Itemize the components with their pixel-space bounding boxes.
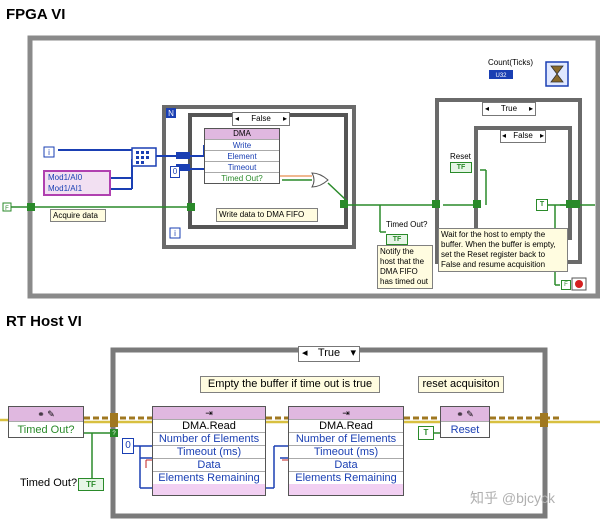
fpga-timed-out-label: Timed Out? (386, 220, 428, 229)
svg-text:F: F (5, 206, 9, 212)
fpga-tunnel (340, 200, 348, 208)
rt-dma-read-node-2: ⇥ DMA.Read Number of Elements Timeout (m… (288, 406, 404, 496)
rt-empty-buffer-note: Empty the buffer if time out is true (200, 376, 380, 393)
rt-case-next-icon[interactable]: ▾ (350, 347, 356, 359)
fpga-while-loop-frame (27, 35, 600, 299)
fpga-tunnel-4 (27, 203, 35, 211)
io-node-ai0: Mod1/AI0 (48, 173, 83, 182)
inner-case-next-icon[interactable]: ▸ (539, 131, 544, 140)
rt-dma-read-1-data: Data (153, 458, 265, 471)
count-ticks-indicator (489, 70, 513, 79)
fpga-inner-loop-frame (162, 105, 356, 249)
rt-dma-read-1-num-elements: Number of Elements (153, 432, 265, 445)
rt-fpga-ref-icon: ⚭ ✎ (9, 407, 83, 421)
rt-section-title: RT Host VI (6, 313, 82, 330)
fpga-dma-write-node: DMA Write Element Timeout Timed Out? (204, 128, 280, 184)
dma-title: DMA (205, 129, 279, 139)
rt-dma-read-2-num-elements: Number of Elements (289, 432, 403, 445)
rt-dma-read-1-icon: ⇥ (153, 407, 265, 419)
rt-reset-prop: Reset (441, 421, 489, 437)
dma-row-timeout: Timeout (205, 161, 279, 172)
dma-row-timed-out: Timed Out? (205, 172, 279, 183)
rt-case-prev-icon[interactable]: ◂ (302, 347, 308, 359)
fpga-true-constant: T (536, 199, 548, 211)
fpga-io-node: Mod1/AI0 Mod1/AI1 (43, 170, 111, 196)
rt-reset-ref-icon: ⚭ ✎ (441, 407, 489, 421)
rt-reset-write-node: ⚭ ✎ Reset (440, 406, 490, 438)
rt-timeout-wires (145, 459, 288, 468)
fpga-inner-case-selector-false[interactable]: ◂ False ▸ (500, 130, 546, 143)
rt-dma-read-2-icon: ⇥ (289, 407, 403, 419)
svg-text:i: i (48, 148, 50, 157)
rt-tunnel-refnum (110, 413, 118, 427)
rt-reset-acquisition-note: reset acquisiton (418, 376, 504, 393)
fpga-or-gate (311, 172, 329, 188)
rt-tunnel-refnum-out (540, 413, 548, 427)
rt-timed-out-indicator: TF (78, 478, 104, 491)
fpga-inner-while-frame (474, 126, 572, 240)
rt-number-wires (134, 445, 288, 489)
rt-dma-read-1-elements-remaining: Elements Remaining (153, 471, 265, 484)
fpga-tunnel-3 (572, 200, 580, 208)
count-ticks-label: Count(Ticks) (488, 58, 534, 67)
case-next-icon[interactable]: ▸ (282, 114, 287, 123)
fpga-reset-label: Reset (450, 152, 471, 161)
rt-dma-read-2-timeout: Timeout (ms) (289, 445, 403, 458)
rt-dma-read-2-data: Data (289, 458, 403, 471)
case-true-next-icon[interactable]: ▸ (528, 104, 533, 113)
rt-true-constant: T (418, 426, 434, 440)
fpga-left-bool-const (2, 202, 12, 212)
fpga-index-array-2 (176, 164, 190, 171)
fpga-case-selector-true[interactable]: ◂ True ▸ (482, 102, 536, 116)
rt-case-selector-true[interactable]: ◂ True ▾ (298, 346, 360, 362)
fpga-outer-i-terminal (43, 146, 55, 158)
rt-timed-out-prop: Timed Out? (9, 421, 83, 437)
write-dma-note: Write data to DMA FIFO (216, 208, 318, 222)
inner-case-prev-icon[interactable]: ◂ (502, 131, 507, 140)
wait-host-note: Wait for the host to empty the buffer. W… (438, 228, 568, 272)
fpga-reset-tf-indicator: TF (450, 162, 472, 173)
rt-dma-read-node-1: ⇥ DMA.Read Number of Elements Timeout (m… (152, 406, 266, 496)
fpga-timed-out-tf-indicator: TF (386, 234, 408, 245)
case-true-prev-icon[interactable]: ◂ (485, 104, 490, 113)
fpga-section-title: FPGA VI (6, 6, 66, 23)
rt-timed-out-label: Timed Out? (20, 477, 78, 489)
fpga-stop-icon (575, 280, 583, 288)
notify-host-note: Notify the host that the DMA FIFO has ti… (377, 245, 433, 289)
fpga-tunnel-7 (566, 200, 574, 208)
fpga-tunnel-5 (187, 203, 195, 211)
dma-row-write: Write (205, 139, 279, 150)
acquire-data-note: Acquire data (50, 209, 106, 222)
svg-text:i: i (174, 229, 176, 238)
fpga-case-selector-false[interactable]: ◂ False ▸ (232, 112, 290, 126)
io-node-ai1: Mod1/AI1 (48, 184, 83, 193)
svg-text:?: ? (112, 431, 116, 437)
case-prev-icon[interactable]: ◂ (235, 114, 240, 123)
fpga-tunnel-6 (473, 200, 481, 208)
watermark: 知乎 @bjcyck (470, 490, 555, 506)
dma-row-element: Element (205, 150, 279, 161)
rt-read-control-node: ⚭ ✎ Timed Out? (8, 406, 84, 438)
fpga-loop-i-terminal (169, 227, 181, 239)
rt-case-selector-terminal (110, 429, 118, 437)
fpga-index-array (176, 152, 190, 159)
rt-dma-read-2-elements-remaining: Elements Remaining (289, 471, 403, 484)
rt-timeout-constant: 0 (122, 438, 134, 454)
fpga-timeout-constant: 0 (170, 166, 180, 178)
svg-text:U32: U32 (495, 73, 507, 79)
fpga-loop-count-terminal (166, 108, 176, 118)
fpga-loop-n-text: N (168, 109, 174, 118)
rt-dma-read-1-timeout: Timeout (ms) (153, 445, 265, 458)
rt-dma-read-1-title: DMA.Read (153, 419, 265, 432)
rt-dma-read-2-title: DMA.Read (289, 419, 403, 432)
fpga-tunnel-2 (432, 200, 440, 208)
fpga-false-constant: F (561, 280, 571, 290)
